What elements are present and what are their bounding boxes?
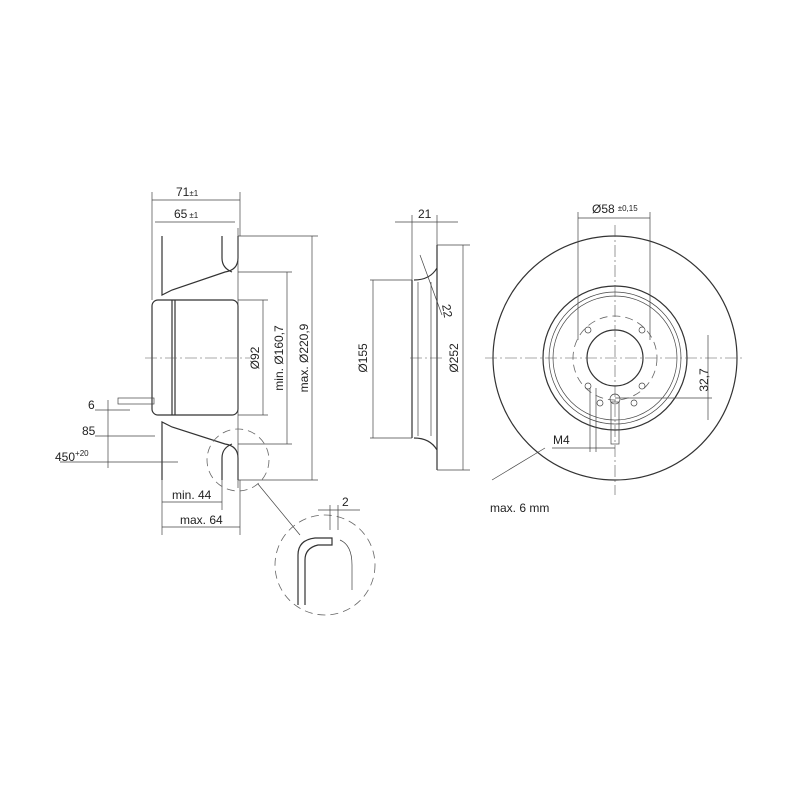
housing-bottom: [161, 421, 239, 480]
max-depth-note: max. 6 mm: [490, 501, 549, 515]
thread-label: M4: [553, 433, 570, 447]
dim-outer-dia: Ø252: [447, 343, 461, 373]
dim-cable-6: 6: [88, 398, 95, 412]
housing-top: [161, 236, 239, 296]
dim-cable-85: 85: [82, 424, 96, 438]
inlet-view: 21 22 Ø155 Ø252: [356, 207, 470, 471]
dim-min-44: min. 44: [172, 488, 212, 502]
dim-min-dia: min. Ø160,7: [272, 325, 286, 391]
dim-hub-dia: Ø58±0,15: [592, 202, 638, 216]
dim-65: 65±1: [174, 207, 199, 221]
dim-cable-450: 450+20: [55, 449, 89, 464]
dim-radius-22: 22: [439, 303, 455, 319]
dim-inner-dia: Ø155: [356, 343, 370, 373]
dim-max-64: max. 64: [180, 513, 223, 527]
detail-marker: [206, 428, 270, 492]
dim-offset: 32,7: [697, 368, 711, 392]
motor-body: [151, 299, 239, 416]
dim-71: 71±1: [176, 185, 199, 199]
side-view: 71±1 65±1 Ø92 min. Ø160,7 max. Ø220,9 6 …: [55, 185, 376, 616]
dim-depth-21: 21: [418, 207, 432, 221]
dim-motor-dia: Ø92: [248, 346, 262, 369]
detail-dim-2: 2: [342, 495, 349, 509]
dim-max-dia: max. Ø220,9: [297, 323, 311, 392]
rear-view: Ø58±0,15 32,7 M4 max. 6 mm: [485, 202, 745, 515]
detail-view: [274, 514, 376, 616]
